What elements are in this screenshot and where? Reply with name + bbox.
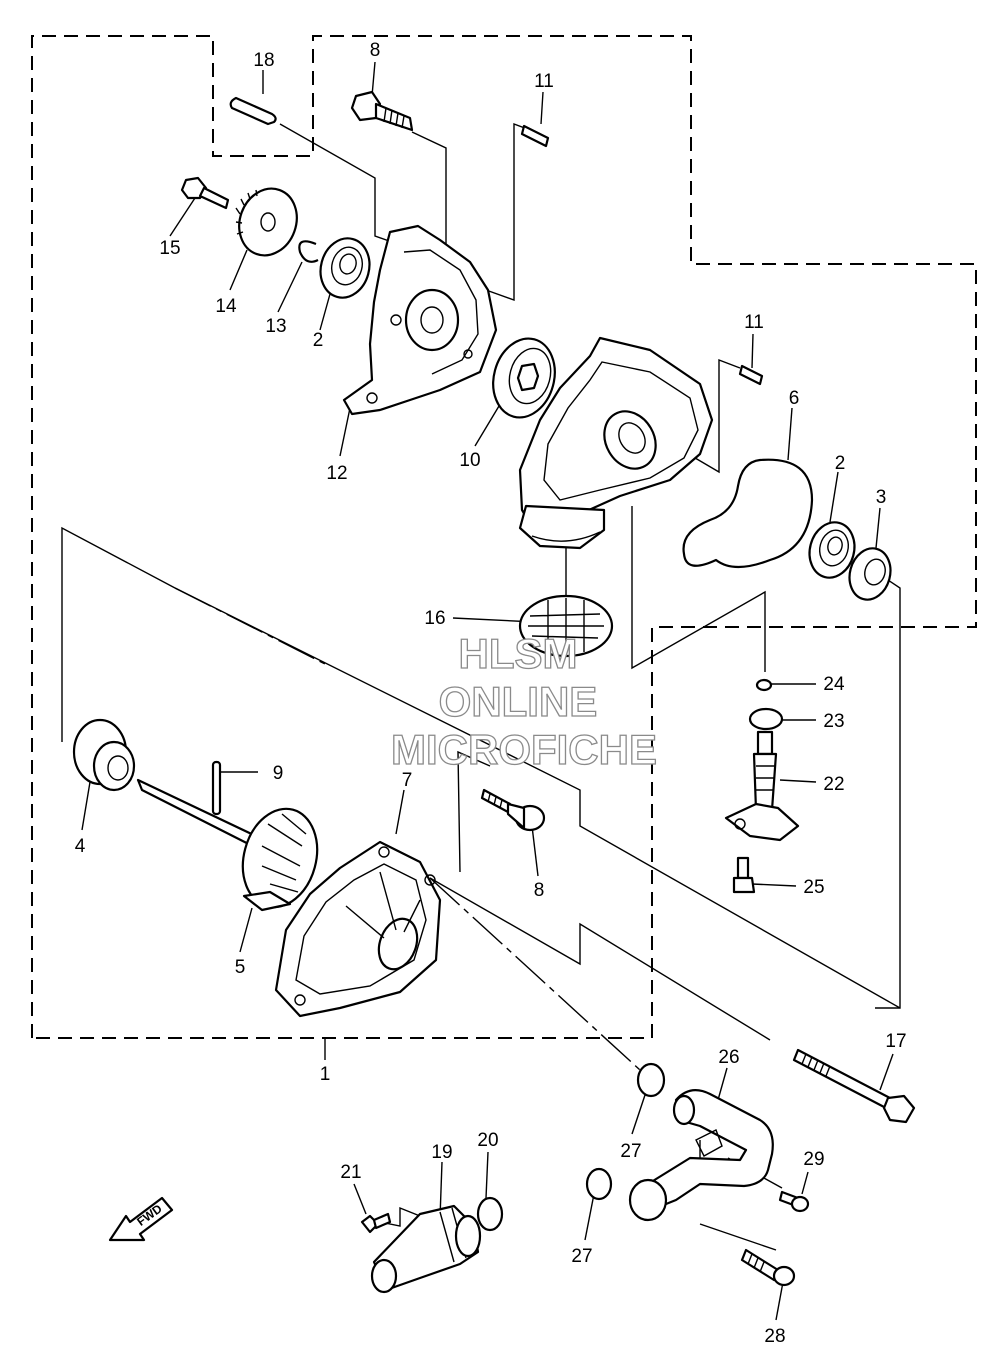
callout-22: 22 [823, 774, 844, 795]
pump-rotor-10 [492, 337, 556, 419]
o-ring-24 [755, 678, 773, 692]
callout-8-upper: 8 [370, 40, 381, 61]
callout-3: 3 [876, 487, 887, 508]
callout-29: 29 [803, 1149, 824, 1170]
callout-26: 26 [718, 1047, 739, 1068]
callout-5: 5 [235, 957, 246, 978]
bolt-8-upper [350, 90, 414, 132]
dash-leaders [174, 587, 641, 1071]
watermark-line-2: ONLINE [439, 678, 598, 725]
callout-20: 20 [477, 1130, 498, 1151]
callout-12: 12 [326, 463, 347, 484]
strainer-16 [518, 594, 614, 658]
bolt-21 [360, 1212, 392, 1234]
callout-9: 9 [273, 763, 284, 784]
water-pipe-26 [628, 1089, 774, 1222]
bolt-25 [732, 856, 756, 894]
callout-15: 15 [159, 238, 180, 259]
callout-7: 7 [402, 770, 413, 791]
o-ring-20 [476, 1196, 504, 1232]
drive-gear-14 [235, 187, 298, 257]
callout-27-upper: 27 [620, 1141, 641, 1162]
callout-24: 24 [823, 674, 845, 695]
bearing-2-lower [808, 521, 856, 579]
circlip-13 [298, 240, 319, 263]
bearing-2-upper [319, 237, 371, 299]
watermark: HLSM ONLINE MICROFICHE [390, 629, 657, 773]
callout-28: 28 [764, 1326, 785, 1347]
pipe-19 [370, 1204, 482, 1294]
oil-pump-housing-12 [342, 224, 498, 416]
o-ring-27-upper [636, 1062, 666, 1098]
callout-11-lower: 11 [744, 312, 764, 333]
callout-numbers: 18 8 11 15 14 13 2 12 10 11 6 2 3 16 24 … [75, 40, 907, 1347]
o-ring-27-lower [585, 1167, 613, 1201]
watermark-line-1: HLSM [459, 630, 578, 677]
callout-10: 10 [459, 450, 480, 471]
callout-1: 1 [320, 1064, 331, 1085]
callout-19: 19 [431, 1142, 452, 1163]
dowel-pin-11-upper [520, 124, 550, 148]
pump-cover [518, 336, 714, 550]
gasket-6 [682, 458, 814, 569]
callout-8-lower: 8 [534, 880, 545, 901]
callout-4: 4 [75, 836, 86, 857]
oil-fitting-22 [724, 730, 800, 842]
fwd-arrow-icon [108, 1196, 174, 1242]
oil-seal-3 [848, 547, 892, 601]
callout-14: 14 [215, 296, 237, 317]
bolt-8-lower [480, 788, 546, 832]
callout-18: 18 [253, 50, 274, 71]
long-bolt-17 [792, 1048, 916, 1124]
callout-17: 17 [885, 1031, 906, 1052]
callout-2-lower: 2 [835, 453, 846, 474]
callout-2-upper: 2 [313, 330, 324, 351]
dowel-pin-18 [229, 96, 277, 126]
bolt-28 [740, 1248, 796, 1287]
callout-6: 6 [789, 388, 800, 409]
callout-27-lower: 27 [571, 1246, 592, 1267]
watermark-line-3: MICROFICHE [391, 726, 657, 773]
bolt-29 [778, 1190, 810, 1213]
pin-9 [211, 760, 222, 816]
callout-21: 21 [340, 1162, 361, 1183]
mechanical-seal-4 [72, 718, 136, 792]
dowel-pin-11-lower [738, 364, 764, 386]
callout-11-upper: 11 [534, 71, 554, 92]
callout-13: 13 [265, 316, 286, 337]
callout-16: 16 [424, 608, 445, 629]
assembly-outline [31, 35, 977, 1039]
callout-23: 23 [823, 711, 844, 732]
o-ring-23 [748, 707, 784, 731]
impeller-5 [241, 807, 319, 912]
callout-25: 25 [803, 877, 824, 898]
water-pump-body-7 [274, 840, 442, 1018]
bolt-15 [180, 176, 230, 210]
